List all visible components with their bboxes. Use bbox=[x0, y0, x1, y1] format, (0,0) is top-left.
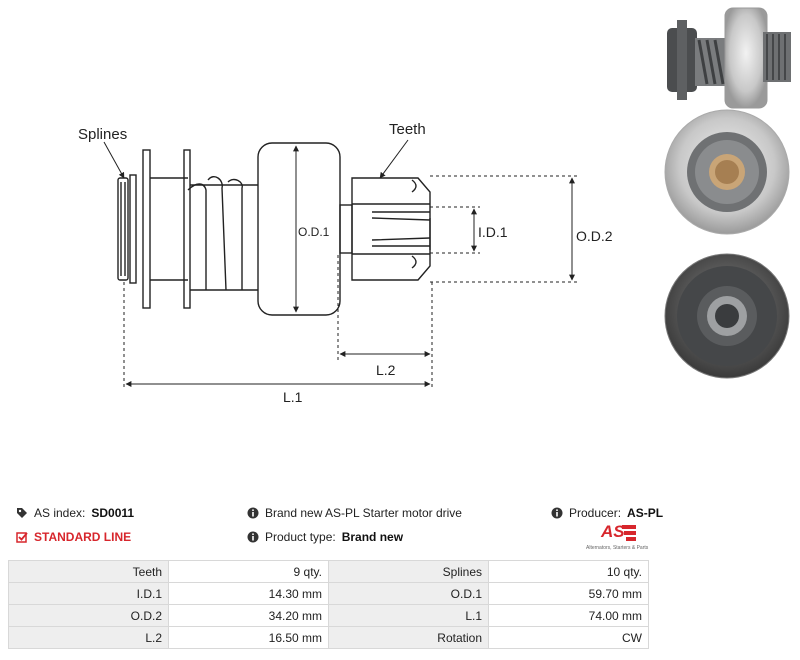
photo-side-view bbox=[667, 7, 791, 109]
label-id1: I.D.1 bbox=[478, 224, 508, 240]
label-l1: L.1 bbox=[283, 389, 303, 405]
spec-value: 10 qty. bbox=[488, 560, 649, 583]
info-icon bbox=[551, 507, 563, 519]
spring bbox=[187, 176, 243, 291]
info-icon bbox=[247, 531, 259, 543]
table-row: I.D.1 14.30 mm O.D.1 59.70 mm bbox=[8, 582, 649, 605]
pinion bbox=[351, 177, 431, 281]
photo-front-view bbox=[664, 109, 790, 235]
spec-label: O.D.1 bbox=[328, 582, 489, 605]
producer-label: Producer: bbox=[569, 506, 622, 520]
spec-value: 14.30 mm bbox=[168, 582, 329, 605]
spec-label: L.2 bbox=[8, 626, 169, 649]
as-index-row: AS index: SD0011 bbox=[16, 506, 134, 520]
producer-row: Producer: AS-PL bbox=[551, 506, 663, 520]
spec-label: O.D.2 bbox=[8, 604, 169, 627]
spec-label: I.D.1 bbox=[8, 582, 169, 605]
checkbox-checked-icon bbox=[16, 531, 28, 543]
product-type-value: Brand new bbox=[341, 530, 404, 544]
label-l2: L.2 bbox=[376, 362, 396, 378]
description-row: Brand new AS-PL Starter motor drive bbox=[247, 506, 462, 520]
label-od1: O.D.1 bbox=[298, 225, 330, 239]
spec-label: Rotation bbox=[328, 626, 489, 649]
spec-value: 9 qty. bbox=[168, 560, 329, 583]
table-row: O.D.2 34.20 mm L.1 74.00 mm bbox=[8, 604, 649, 627]
spec-table: Teeth 9 qty. Splines 10 qty. I.D.1 14.30… bbox=[8, 560, 649, 649]
spec-value: 16.50 mm bbox=[168, 626, 329, 649]
tag-icon bbox=[16, 507, 28, 519]
as-index-label: AS index: bbox=[34, 506, 86, 520]
photo-rear-view bbox=[664, 253, 790, 379]
producer-value: AS-PL bbox=[627, 506, 664, 520]
product-photos bbox=[664, 7, 791, 379]
as-index-value: SD0011 bbox=[91, 506, 135, 520]
standard-line-row: STANDARD LINE bbox=[16, 530, 131, 544]
technical-drawing: Splines Teeth O.D.1 I.D.1 O.D.2 L.2 L.1 bbox=[78, 121, 613, 405]
label-splines: Splines bbox=[78, 126, 127, 143]
table-row: Teeth 9 qty. Splines 10 qty. bbox=[8, 560, 649, 583]
spec-value: 74.00 mm bbox=[488, 604, 649, 627]
product-type-label: Product type: bbox=[265, 530, 336, 544]
spec-value: CW bbox=[488, 626, 649, 649]
spec-label: Splines bbox=[328, 560, 489, 583]
logo-mark: AS bbox=[601, 522, 625, 541]
spec-value: 59.70 mm bbox=[488, 582, 649, 605]
product-description: Brand new AS-PL Starter motor drive bbox=[265, 506, 462, 520]
spec-label: L.1 bbox=[328, 604, 489, 627]
product-type-row: Product type: Brand new bbox=[247, 530, 403, 544]
as-pl-logo: AS Alternators, Starters & Parts bbox=[586, 522, 650, 552]
spec-label: Teeth bbox=[8, 560, 169, 583]
standard-line-label: STANDARD LINE bbox=[34, 530, 132, 544]
label-teeth: Teeth bbox=[389, 121, 426, 138]
spec-value: 34.20 mm bbox=[168, 604, 329, 627]
spline-flange bbox=[117, 177, 129, 281]
info-icon bbox=[247, 507, 259, 519]
table-row: L.2 16.50 mm Rotation CW bbox=[8, 626, 649, 649]
logo-tagline: Alternators, Starters & Parts bbox=[586, 545, 649, 551]
label-od2: O.D.2 bbox=[576, 228, 613, 244]
